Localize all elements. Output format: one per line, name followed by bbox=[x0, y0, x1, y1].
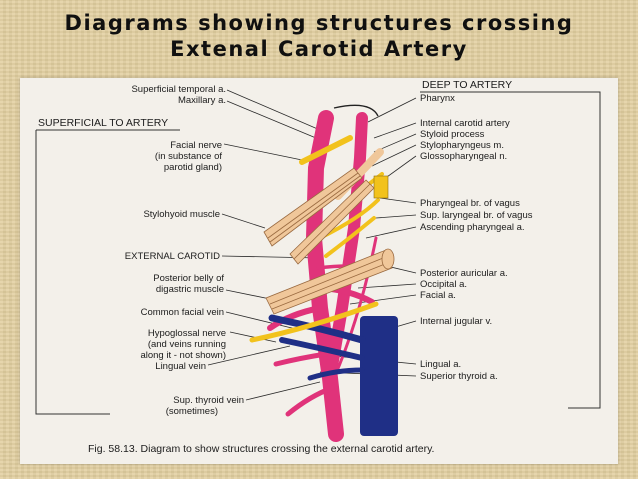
sup-thyroid-vein-vessel bbox=[307, 367, 365, 381]
label-hypoglossal-2: (and veins running bbox=[148, 339, 226, 350]
label-lingual-artery: Lingual a. bbox=[420, 359, 461, 370]
label-sup-thyroid-vein-1: Sup. thyroid vein bbox=[173, 395, 244, 406]
facial-nerve-vessel bbox=[299, 135, 353, 165]
muscles bbox=[263, 167, 395, 315]
label-glossopharyngeal: Glossopharyngeal n. bbox=[420, 151, 507, 162]
slide-title: Diagrams showing structures crossing Ext… bbox=[0, 10, 638, 62]
sup-laryngeal-vessel bbox=[324, 216, 376, 258]
label-sup-laryngeal: Sup. laryngeal br. of vagus bbox=[420, 210, 533, 221]
facial-artery-vessel bbox=[267, 305, 323, 331]
pharynx-outline bbox=[333, 104, 379, 117]
internal-jugular-vein bbox=[360, 316, 398, 436]
slide-title-line-2: Extenal Carotid Artery bbox=[170, 37, 468, 61]
leader-lines bbox=[207, 89, 417, 401]
label-superior-thyroid: Superior thyroid a. bbox=[420, 371, 498, 382]
label-hypoglossal-1: Hypoglossal nerve bbox=[148, 328, 226, 339]
superior-thyroid-vessel bbox=[285, 385, 335, 417]
label-common-facial-vein: Common facial vein bbox=[141, 307, 224, 318]
slide-title-line-1: Diagrams showing structures crossing bbox=[64, 11, 574, 35]
label-stylohyoid: Stylohyoid muscle bbox=[143, 209, 220, 220]
figure-caption: Fig. 58.13. Diagram to show structures c… bbox=[88, 443, 434, 455]
label-facial-nerve-1: Facial nerve bbox=[170, 140, 222, 151]
digastric-muscle bbox=[265, 248, 395, 315]
label-internal-jugular: Internal jugular v. bbox=[420, 316, 492, 327]
common-facial-vein-vessel bbox=[268, 314, 366, 344]
label-facial-nerve-2: (in substance of bbox=[155, 151, 222, 162]
deep-heading: DEEP TO ARTERY bbox=[422, 79, 512, 91]
label-sup-thyroid-vein-2: (sometimes) bbox=[166, 406, 218, 417]
anatomy-diagram: SUPERFICIAL TO ARTERY DEEP TO ARTERY Sup… bbox=[35, 79, 601, 455]
label-occipital: Occipital a. bbox=[420, 279, 467, 290]
stylohyoid-muscle bbox=[263, 167, 363, 247]
label-styloid-process: Styloid process bbox=[420, 129, 485, 140]
label-lingual-vein: Lingual vein bbox=[155, 361, 206, 372]
label-superficial-temporal: Superficial temporal a. bbox=[131, 84, 226, 95]
hypoglossal-nerve-vessel bbox=[249, 301, 379, 343]
superficial-heading: SUPERFICIAL TO ARTERY bbox=[38, 117, 168, 129]
diagram-photo: SUPERFICIAL TO ARTERY DEEP TO ARTERY Sup… bbox=[20, 78, 618, 464]
superficial-bracket bbox=[35, 129, 180, 415]
stylopharyngeus-muscle bbox=[289, 179, 375, 265]
label-posterior-auricular: Posterior auricular a. bbox=[420, 268, 508, 279]
lingual-vein-vessel bbox=[279, 337, 365, 361]
lingual-artery-vessel bbox=[273, 351, 329, 367]
label-pharyngeal-br-vagus: Pharyngeal br. of vagus bbox=[420, 198, 520, 209]
label-digastric-1: Posterior belly of bbox=[153, 273, 224, 284]
label-stylopharyngeus: Stylopharyngeus m. bbox=[420, 140, 504, 151]
label-maxillary: Maxillary a. bbox=[178, 95, 226, 106]
label-internal-carotid: Internal carotid artery bbox=[420, 118, 510, 129]
superficial-veins bbox=[268, 314, 366, 381]
label-pharynx: Pharynx bbox=[420, 93, 455, 104]
label-facial-nerve-3: parotid gland) bbox=[164, 162, 222, 173]
label-hypoglossal-3: along it - not shown) bbox=[140, 350, 226, 361]
label-external-carotid: EXTERNAL CAROTID bbox=[125, 251, 220, 262]
deep-bracket bbox=[420, 91, 601, 409]
label-facial-artery: Facial a. bbox=[420, 290, 456, 301]
label-ascending-pharyngeal: Ascending pharyngeal a. bbox=[420, 222, 525, 233]
label-digastric-2: digastric muscle bbox=[156, 284, 224, 295]
